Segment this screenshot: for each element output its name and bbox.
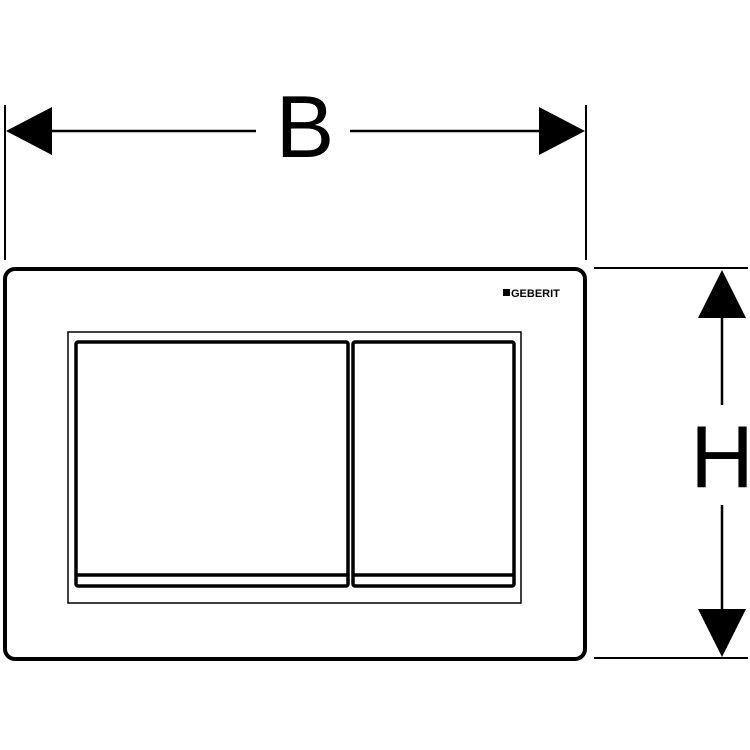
height-label: H xyxy=(690,407,750,506)
arrow-right-icon xyxy=(539,107,585,155)
brand-logo: GEBERIT xyxy=(503,288,560,300)
arrow-left-icon xyxy=(6,107,52,155)
large-flush-button xyxy=(74,340,350,588)
button-frame xyxy=(67,331,522,604)
width-dimension xyxy=(4,105,587,260)
width-label: B xyxy=(276,77,335,176)
height-dimension xyxy=(594,267,748,659)
logo-square-icon xyxy=(503,289,510,296)
small-flush-button xyxy=(351,340,516,588)
brand-name: GEBERIT xyxy=(511,288,560,300)
arrow-up-icon xyxy=(698,270,746,318)
cover-plate-outline xyxy=(3,267,587,661)
arrow-down-icon xyxy=(698,609,746,657)
